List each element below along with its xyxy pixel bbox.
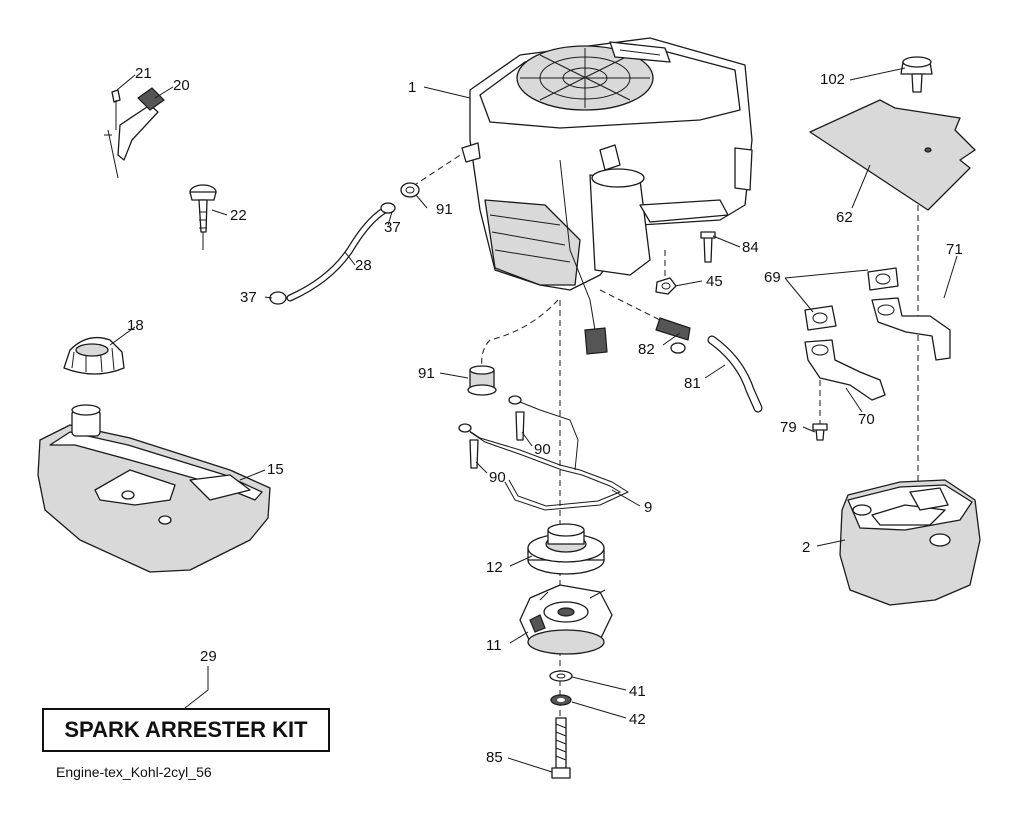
label-part-15: 15 [267, 461, 284, 478]
bolt-85 [551, 717, 571, 779]
label-part-90a: 90 [534, 441, 551, 458]
diagram-caption: Engine-tex_Kohl-2cyl_56 [56, 764, 212, 780]
fuel-cap [63, 336, 125, 375]
label-part-37b: 37 [240, 289, 257, 306]
label-part-71: 71 [946, 241, 963, 258]
fuel-tank [37, 404, 271, 573]
label-part-41: 41 [629, 683, 646, 700]
label-part-69: 69 [764, 269, 781, 286]
label-part-70: 70 [858, 411, 875, 428]
label-part-84: 84 [742, 239, 759, 256]
label-part-37a: 37 [384, 219, 401, 236]
bolt-79 [812, 423, 828, 441]
label-part-2: 2 [802, 539, 810, 556]
knob-102 [900, 56, 933, 93]
label-part-62: 62 [836, 209, 853, 226]
engine [461, 37, 753, 355]
muffler [839, 479, 981, 606]
label-part-45: 45 [706, 273, 723, 290]
fuel-hose [269, 182, 420, 305]
label-part-1: 1 [408, 79, 416, 96]
label-part-18: 18 [127, 317, 144, 334]
label-part-85: 85 [486, 749, 503, 766]
muffler-bracket [458, 395, 630, 511]
label-part-12: 12 [486, 559, 503, 576]
nut-45 [655, 277, 677, 295]
label-part-79: 79 [780, 419, 797, 436]
exhaust-pipe-70 [804, 339, 886, 401]
washers [549, 670, 573, 706]
label-part-90b: 90 [489, 469, 506, 486]
heat-shield [809, 99, 976, 211]
spark-arrester-kit-box: SPARK ARRESTER KIT [42, 708, 330, 752]
label-part-11: 11 [486, 637, 502, 654]
label-part-91b: 91 [418, 365, 435, 382]
label-part-28: 28 [355, 257, 372, 274]
fuel-filter [655, 317, 691, 354]
label-part-20: 20 [173, 77, 190, 94]
label-part-29: 29 [200, 648, 217, 665]
part-number-labels: 1 21 20 22 28 37 37 91 18 15 91 90 90 9 … [127, 65, 963, 766]
label-part-9: 9 [644, 499, 652, 516]
label-part-81: 81 [684, 375, 701, 392]
fuel-valve [189, 184, 217, 250]
throttle-control [104, 87, 165, 179]
label-part-22: 22 [230, 207, 247, 224]
bolts-90 [469, 411, 525, 469]
fuel-line-81 [707, 335, 763, 413]
exhaust-pipe-71 [871, 297, 951, 361]
grommet [467, 365, 497, 396]
bolt-84 [700, 231, 716, 263]
label-part-21: 21 [135, 65, 152, 82]
label-part-42: 42 [629, 711, 646, 728]
label-part-102: 102 [820, 71, 845, 88]
pulley [527, 523, 605, 575]
electric-clutch [519, 584, 613, 655]
leader-lines [109, 67, 958, 773]
label-part-91a: 91 [436, 201, 453, 218]
label-part-82: 82 [638, 341, 655, 358]
